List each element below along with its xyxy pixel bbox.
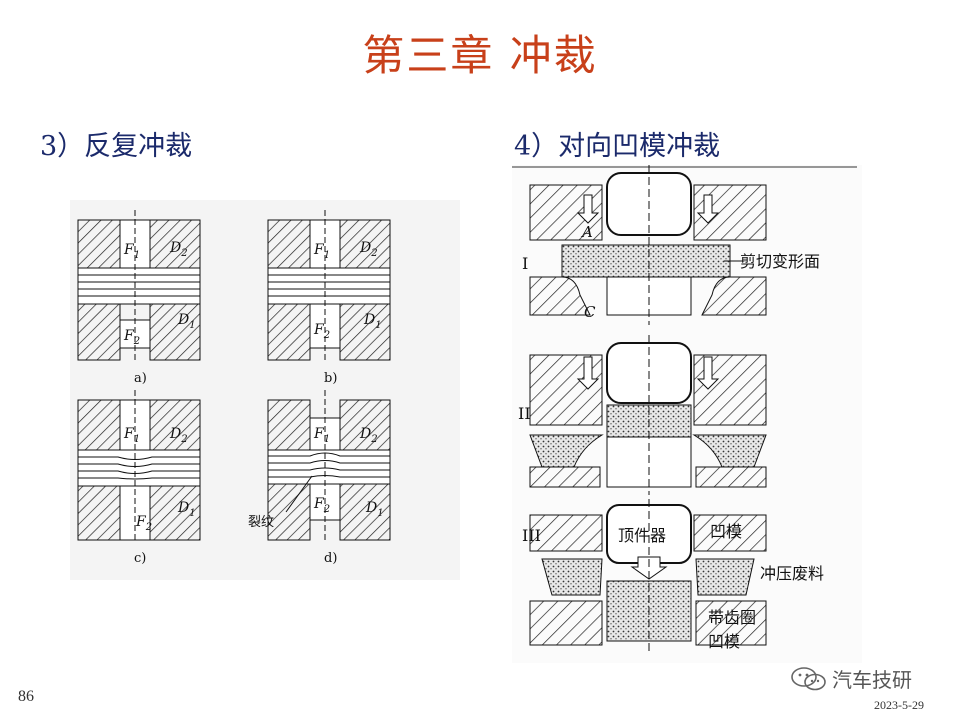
shear-plane-label: 剪切变形面 [740,252,820,271]
svg-text:D2: D2 [169,426,188,445]
stage-2: II [518,335,767,495]
svg-text:F1: F1 [313,426,330,445]
slide-date: 2023-5-29 [874,698,924,712]
svg-text:I: I [522,254,528,273]
svg-text:F1: F1 [123,426,140,445]
ejector-label: 顶件器 [618,526,666,545]
toothed-ring-label: 带齿圈 [708,608,756,627]
stage-1: I A C 剪切变形面 [522,165,820,325]
subfig-c: F1 F2 D2 D1 c) [77,390,201,566]
caption-a: a) [134,371,147,386]
svg-text:D1: D1 [177,312,196,331]
right-heading: 4）对向凹模冲裁 [514,131,721,162]
svg-text:C: C [584,303,596,321]
subfig-d: F1 F2 D2 D1 裂纹 d) [248,390,391,566]
svg-text:D2: D2 [169,240,188,259]
svg-text:F2: F2 [313,322,330,341]
svg-text:III: III [522,526,541,545]
caption-c: c) [134,551,146,566]
caption-d: d) [324,551,337,566]
caption-b: b) [324,371,337,386]
die-label: 凹模 [710,522,742,541]
opposed-die-blanking-figure: I A C 剪切变形面 II III 顶件器 凹模 冲压废料 [512,165,862,663]
subfig-a: F1 F2 D2 D1 a) [77,210,201,386]
svg-text:D2: D2 [359,426,378,445]
crack-leader-line [285,475,313,513]
svg-text:D1: D1 [177,500,196,519]
slide-title: 第三章 冲裁 [362,31,598,80]
svg-text:A: A [580,223,593,241]
stage-3: III 顶件器 凹模 冲压废料 带齿圈 凹模 [522,499,824,655]
scrap-label: 冲压废料 [760,564,824,583]
repeated-blanking-figure: F1 F2 D2 D1 a) F1 F2 D2 D1 b) [70,200,460,580]
crack-label: 裂纹 [248,515,274,530]
toothed-die-label: 凹模 [708,632,740,651]
svg-text:F1: F1 [313,242,330,261]
sheet-layers [77,267,201,305]
subfig-b: F1 F2 D2 D1 b) [267,210,391,386]
svg-text:II: II [518,404,531,423]
svg-text:D2: D2 [359,240,378,259]
page-number: 86 [18,688,34,705]
watermark-text: 汽车技研 [832,668,912,692]
watermark: 汽车技研 [790,664,912,693]
svg-text:F1: F1 [123,242,140,261]
svg-text:F2: F2 [313,496,330,515]
svg-text:F2: F2 [135,514,152,533]
svg-text:F2: F2 [123,328,140,347]
svg-text:D1: D1 [365,500,384,519]
left-heading: 3）反复冲裁 [40,131,193,162]
wechat-icon [791,666,826,690]
svg-text:D1: D1 [363,312,382,331]
